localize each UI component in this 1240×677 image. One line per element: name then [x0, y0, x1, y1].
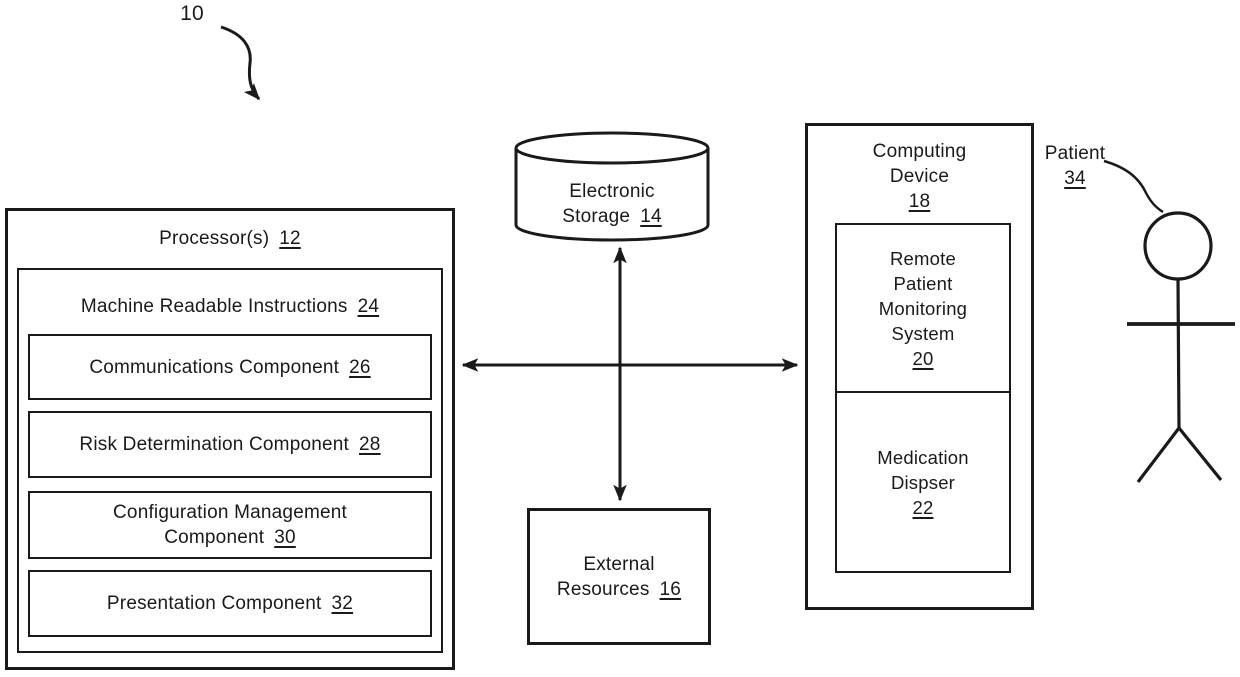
- risk-determination-component-ref: 28: [359, 434, 381, 455]
- electronic-storage-ref: 14: [640, 206, 662, 227]
- medication-dispenser-box: Medication Dispser 22: [835, 391, 1011, 573]
- machine-readable-instructions-ref: 24: [357, 296, 380, 317]
- remote-patient-monitoring-system-label: Remote Patient Monitoring System 20: [878, 247, 968, 369]
- stick-figure-head: [1143, 211, 1213, 281]
- remote-patient-monitoring-system-ref: 20: [912, 347, 934, 369]
- patient-label: Patient 34: [1044, 143, 1106, 189]
- processor-ref: 12: [279, 228, 301, 249]
- computing-device-ref: 18: [908, 191, 931, 212]
- presentation-component-ref: 32: [331, 593, 354, 614]
- stick-figure-legs: [1136, 425, 1223, 483]
- stick-figure-body: [1176, 278, 1181, 430]
- configuration-management-component-ref: 30: [274, 527, 296, 548]
- patient-ref: 34: [1064, 168, 1086, 189]
- figure-number: 10: [180, 2, 204, 25]
- computing-device-title: Computing Device 18: [872, 141, 967, 212]
- remote-patient-monitoring-system-box: Remote Patient Monitoring System 20: [835, 223, 1011, 393]
- medication-dispenser-label: Medication Dispser 22: [877, 446, 969, 518]
- machine-readable-instructions-box: [17, 268, 443, 653]
- patient-stick-figure: [1127, 211, 1235, 483]
- processor-box: [5, 208, 455, 670]
- communications-component-ref: 26: [349, 356, 371, 378]
- processor-title: Processor(s)12: [159, 228, 301, 249]
- medication-dispenser-ref: 22: [912, 496, 934, 518]
- computing-device-box: [805, 123, 1034, 610]
- figure-ref-arrow: [220, 25, 261, 101]
- external-resources-ref: 16: [659, 578, 682, 600]
